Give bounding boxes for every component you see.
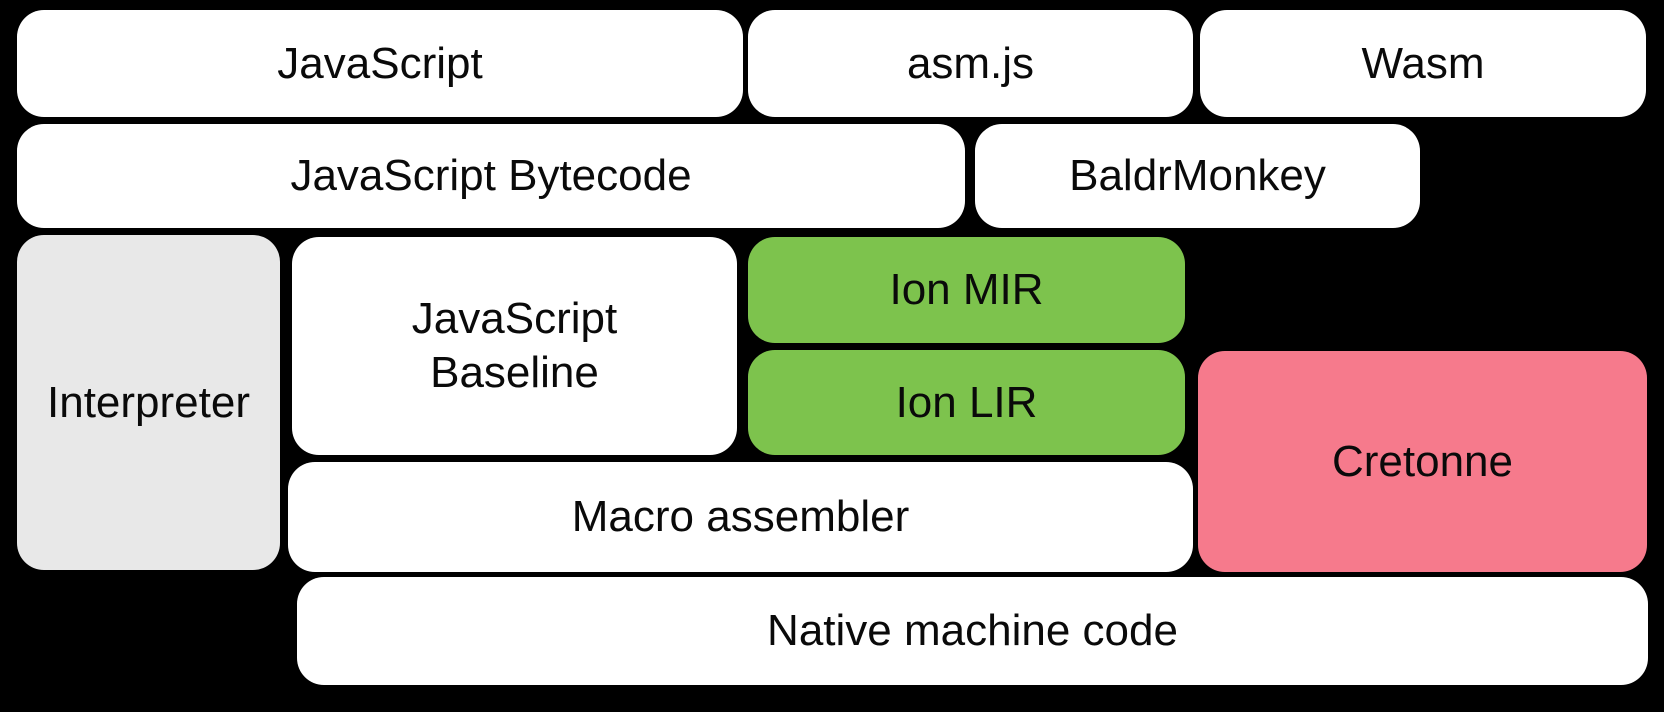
node-wasm: Wasm bbox=[1200, 10, 1646, 117]
node-native-machine-code: Native machine code bbox=[297, 577, 1648, 685]
node-baldrmonkey: BaldrMonkey bbox=[975, 124, 1420, 228]
node-javascript-baseline: JavaScript Baseline bbox=[292, 237, 737, 455]
node-interpreter: Interpreter bbox=[17, 235, 280, 570]
node-ion-mir: Ion MIR bbox=[748, 237, 1185, 343]
node-javascript: JavaScript bbox=[17, 10, 743, 117]
node-ion-lir: Ion LIR bbox=[748, 350, 1185, 455]
node-javascript-bytecode: JavaScript Bytecode bbox=[17, 124, 965, 228]
node-cretonne: Cretonne bbox=[1198, 351, 1647, 572]
node-macro-assembler: Macro assembler bbox=[288, 462, 1193, 572]
node-asmjs: asm.js bbox=[748, 10, 1193, 117]
